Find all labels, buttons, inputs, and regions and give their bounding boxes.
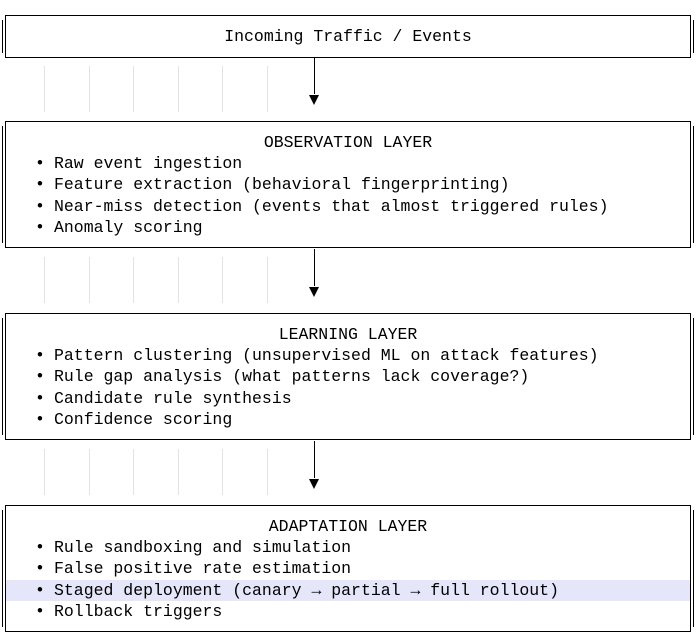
list-item: •Raw event ingestion — [35, 154, 243, 173]
bullet-icon: • — [35, 538, 45, 557]
learning-layer-box: LEARNING LAYER •Pattern clustering (unsu… — [2, 313, 694, 440]
list-item: •Anomaly scoring — [35, 218, 203, 238]
bullet-icon: • — [35, 196, 45, 216]
arrow-down-icon — [309, 95, 319, 105]
adaptation-layer-box: ADAPTATION LAYER •Rule sandboxing and si… — [2, 505, 694, 632]
bullet-icon: • — [35, 346, 45, 365]
bullet-icon: • — [35, 410, 45, 430]
list-item: •False positive rate estimation — [35, 559, 352, 579]
arrow-down-icon — [309, 287, 319, 297]
list-item: •Pattern clustering (unsupervised ML on … — [35, 346, 599, 365]
list-item: •Near-miss detection (events that almost… — [35, 196, 609, 216]
bullet-icon: • — [35, 218, 45, 238]
observation-layer-title: OBSERVATION LAYER — [263, 133, 433, 152]
incoming-traffic-box: Incoming Traffic / Events — [2, 15, 694, 58]
observation-layer-list: •Raw event ingestion •Feature extraction… — [6, 153, 690, 239]
bullet-icon: • — [35, 388, 45, 408]
incoming-traffic-label: Incoming Traffic / Events — [224, 27, 472, 46]
connector-arrow-3 — [5, 441, 691, 503]
list-item: •Rule sandboxing and simulation — [35, 538, 352, 557]
learning-layer-title: LEARNING LAYER — [278, 325, 418, 344]
bullet-icon: • — [35, 175, 45, 195]
list-item: •Rule gap analysis (what patterns lack c… — [35, 367, 530, 387]
list-item: •Confidence scoring — [35, 410, 233, 430]
adaptation-layer-list: •Rule sandboxing and simulation •False p… — [6, 537, 690, 623]
list-item: •Candidate rule synthesis — [35, 388, 292, 408]
adaptation-layer-title: ADAPTATION LAYER — [268, 517, 428, 536]
list-item-highlighted: •Staged deployment (canary → partial → f… — [6, 579, 690, 602]
learning-layer-list: •Pattern clustering (unsupervised ML on … — [6, 345, 690, 431]
bullet-icon: • — [35, 602, 45, 622]
bullet-icon: • — [35, 154, 45, 173]
bullet-icon: • — [35, 559, 45, 579]
arrow-down-icon — [309, 479, 319, 489]
connector-arrow-2 — [5, 249, 691, 311]
list-item: •Rollback triggers — [35, 602, 223, 622]
observation-layer-box: OBSERVATION LAYER •Raw event ingestion •… — [2, 121, 694, 248]
bullet-icon: • — [35, 367, 45, 387]
list-item: •Feature extraction (behavioral fingerpr… — [35, 175, 510, 195]
connector-arrow-1 — [5, 58, 691, 120]
bullet-icon: • — [35, 580, 45, 600]
